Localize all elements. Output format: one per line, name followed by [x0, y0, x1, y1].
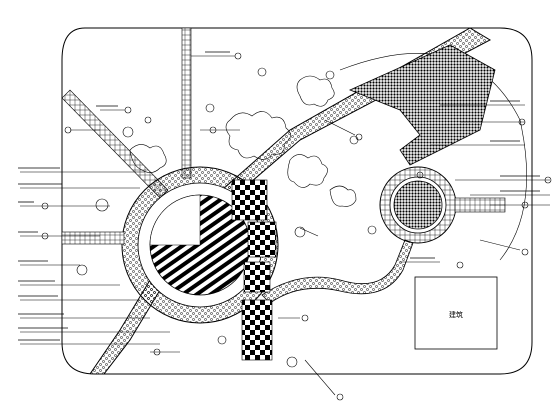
- planting-area: [76, 67, 424, 368]
- callout-leaders: [20, 52, 552, 401]
- north-path: [181, 28, 192, 179]
- stepping-path: [241, 299, 273, 361]
- building: [414, 276, 498, 350]
- curved-walk: [261, 239, 414, 304]
- outer-arc: [339, 53, 527, 261]
- annotation-text-marks: [18, 51, 540, 341]
- west-path: [62, 231, 125, 245]
- feature-block-3: [243, 261, 271, 293]
- central-plaza-lawn: [149, 194, 201, 246]
- site-boundary: [61, 27, 533, 375]
- building-label: 建筑: [449, 310, 463, 319]
- feature-block-2: [247, 221, 277, 258]
- east-plaza-core: [393, 180, 443, 230]
- feature-block-1: [231, 179, 268, 221]
- stone-paving-zone: [348, 44, 496, 166]
